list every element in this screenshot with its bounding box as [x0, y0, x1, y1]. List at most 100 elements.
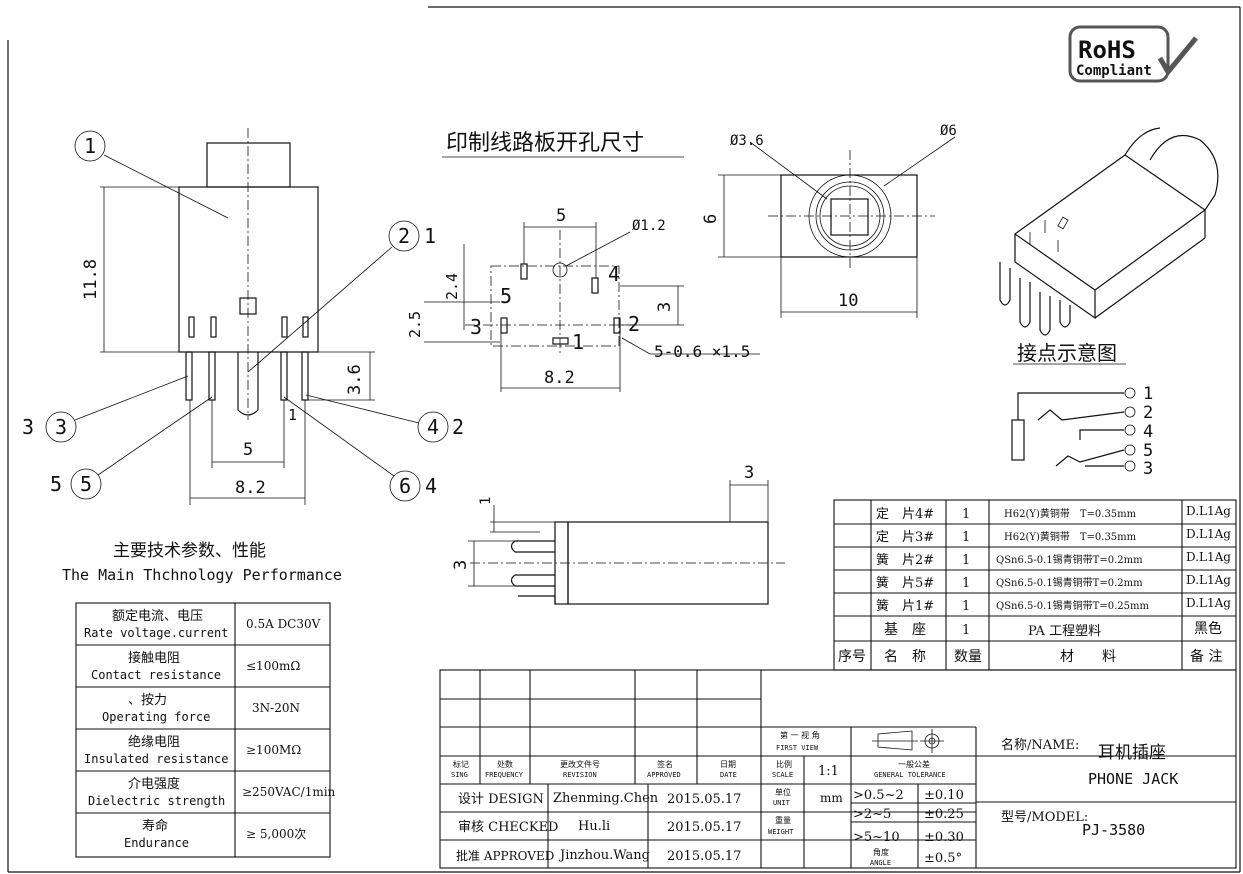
- tb-tol-en: GENERAL TOLERANCE: [874, 771, 946, 779]
- schem-pin-4: 4: [1143, 422, 1153, 442]
- bom-qty: 1: [962, 623, 970, 638]
- pcb-dim-hole: 5-0.6 ×1.5: [654, 342, 750, 361]
- tb-scale-en: SCALE: [772, 771, 793, 779]
- bom-row: 定 片4# 1 H62(Y)黄铜带 T=0.35mm D.L1Ag: [876, 504, 1231, 522]
- bom-note: 黑色: [1194, 620, 1222, 637]
- tb-approved-label: 批准 APPROVED: [456, 848, 554, 863]
- pcb-pin-1: 1: [572, 330, 584, 354]
- spec-row: 寿命 Endurance ≥ 5,000次: [124, 818, 306, 850]
- callout-2: 2: [398, 224, 410, 248]
- pcb-layout: 印制线路板开孔尺寸 5 Ø1.2 2.4 2.5 3 8.2 5-0.6 ×1.…: [406, 131, 760, 392]
- tb-mark-en: SING: [451, 771, 468, 779]
- dim-pitch-5: 5: [243, 440, 253, 460]
- bom-material: QSn6.5-0.1锡青铜带T=0.2mm: [996, 553, 1143, 566]
- tb-rev: 更改文件号: [560, 759, 600, 769]
- bom-name: 簧 片1#: [876, 598, 934, 614]
- dim-width-82: 8.2: [235, 478, 266, 498]
- spec-value: 0.5A DC30V: [246, 617, 321, 631]
- pcb-dim-3: 3: [655, 302, 675, 312]
- rohs-text: RoHS: [1078, 36, 1136, 64]
- bom-table: 定 片4# 1 H62(Y)黄铜带 T=0.35mm D.L1Ag 定 片3# …: [833, 499, 1237, 671]
- callout-6-pin: 4: [425, 474, 437, 498]
- pcb-pin-3: 3: [470, 315, 482, 339]
- pcb-dim-5: 5: [556, 206, 566, 226]
- top-dim-phi36: Ø3.6: [730, 133, 764, 149]
- callout-3-pin: 3: [22, 415, 34, 439]
- tb-mark: 标记: [453, 759, 469, 769]
- spec-row: 介电强度 Dielectric strength ≥250VAC/1min: [88, 776, 336, 808]
- tb-name-label: 名称/NAME:: [1001, 737, 1079, 753]
- bom-row: 定 片3# 1 H62(Y)黄铜带 T=0.35mm D.L1Ag: [876, 527, 1231, 545]
- tb-freq-en: FREQUENCY: [485, 771, 524, 779]
- pcb-pin-2: 2: [628, 312, 640, 336]
- tb-unit-cn: 单位: [775, 787, 791, 797]
- spec-row: 接触电阻 Contact resistance ≤100mΩ: [91, 650, 300, 682]
- bom-name: 基 座: [884, 621, 926, 638]
- spec-en: Rate voltage.current: [84, 626, 229, 640]
- bom-qty: 1: [962, 599, 970, 614]
- callout-4: 4: [427, 415, 439, 439]
- callout-5: 5: [80, 472, 92, 496]
- spec-cn: 寿命: [142, 818, 168, 834]
- side-dim-1: 1: [478, 497, 494, 505]
- bom-material: PA 工程塑料: [1028, 624, 1101, 639]
- bom-material: QSn6.5-0.1锡青铜带T=0.25mm: [996, 599, 1149, 612]
- tb-sign: 签名: [657, 759, 673, 769]
- top-dim-phi6: Ø6: [940, 123, 957, 139]
- top-view: Ø3.6 Ø6 6 10: [701, 123, 957, 318]
- contact-schematic: 接点示意图 1 2 4 5 3: [1011, 341, 1153, 479]
- bom-qty: 1: [962, 553, 970, 568]
- tb-model: PJ-3580: [1082, 821, 1145, 839]
- bom-note: D.L1Ag: [1186, 550, 1231, 564]
- bom-h-name: 名 称: [884, 649, 926, 665]
- compliant-text: Compliant: [1076, 63, 1152, 79]
- tb-design-who: Zhenming.Chen: [553, 791, 659, 806]
- pcb-dim-24: 2.4: [443, 273, 461, 300]
- spec-en: Contact resistance: [91, 668, 221, 682]
- tb-rev-en: REVISION: [563, 771, 597, 779]
- tb-tol-range: >2~5: [853, 807, 891, 822]
- tb-model-label: 型号/MODEL:: [1001, 810, 1088, 825]
- spec-cn: 、按力: [128, 693, 167, 708]
- tb-tol-value: ±0.10: [924, 788, 964, 803]
- tb-weight-cn: 重量: [775, 815, 791, 825]
- spec-value: ≤100mΩ: [246, 659, 300, 673]
- callout-2-pin: 1: [424, 224, 436, 248]
- pcb-pin-4: 4: [608, 262, 620, 286]
- top-dim-10: 10: [838, 291, 858, 311]
- pcb-pin-5: 5: [500, 284, 512, 308]
- spec-en: Insulated resistance: [84, 752, 229, 766]
- bom-name: 定 片4#: [876, 507, 934, 522]
- front-view: 11.8 3.6 5 8.2 1 1 2 1 3 3 4 2 5 5: [22, 128, 464, 505]
- tb-tol-range: >0.5~2: [853, 788, 904, 803]
- spec-value: ≥100MΩ: [246, 743, 301, 757]
- tb-design-date: 2015.05.17: [667, 792, 741, 807]
- bom-material: QSn6.5-0.1锡青铜带T=0.2mm: [996, 576, 1143, 589]
- tb-weight-en: WEIGHT: [768, 828, 794, 836]
- spec-en: Operating force: [102, 710, 210, 724]
- schem-pin-1: 1: [1143, 384, 1153, 404]
- side-dim-3-left: 3: [451, 560, 471, 570]
- spec-cn: 介电强度: [128, 776, 180, 792]
- spec-title-en: The Main Thchnology Performance: [62, 566, 342, 584]
- bom-name: 簧 片2#: [876, 552, 934, 568]
- spec-en: Dielectric strength: [88, 794, 225, 808]
- bom-h-material: 材 料: [1060, 649, 1116, 665]
- title-block: 标记 SING 处数 FREQUENCY 更改文件号 REVISION 签名 A…: [439, 669, 1237, 869]
- spec-value: ≥250VAC/1min: [242, 785, 336, 799]
- spec-en: Endurance: [124, 836, 189, 850]
- spec-cn: 接触电阻: [128, 650, 180, 666]
- tb-unit-val: mm: [820, 791, 843, 805]
- tb-scale: 比例: [776, 759, 792, 769]
- dim-height: 11.8: [81, 259, 101, 300]
- tb-checked-label: 审核 CHECKED: [458, 820, 558, 835]
- bom-material: H62(Y)黄铜带 T=0.35mm: [1004, 507, 1137, 520]
- bom-name: 簧 片5#: [876, 575, 934, 591]
- callout-1: 1: [84, 134, 96, 158]
- tb-name-cn: 耳机插座: [1098, 743, 1166, 763]
- rohs-logo: RoHS Compliant: [1068, 25, 1198, 83]
- tb-first-view-en: FIRST VIEW: [776, 744, 819, 752]
- callout-5-pin: 5: [50, 472, 62, 496]
- tb-checked-who: Hu.li: [578, 819, 610, 834]
